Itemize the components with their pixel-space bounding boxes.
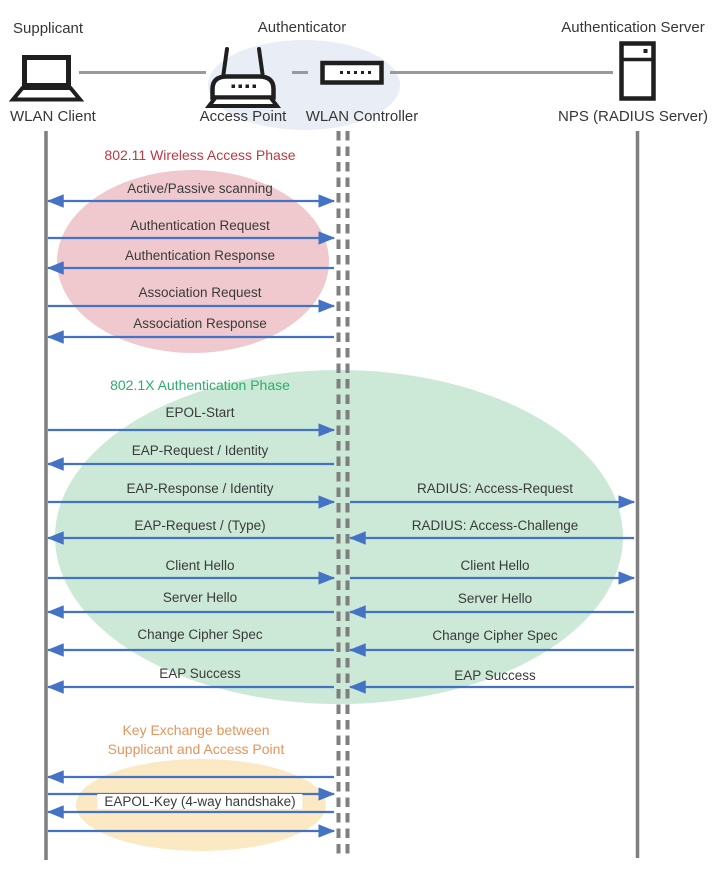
authenticator-role-label: Authenticator [257, 19, 347, 36]
message-label: EPOL-Start [165, 405, 235, 420]
message-label: Authentication Response [124, 248, 276, 263]
message-label: Change Cipher Spec [137, 627, 263, 642]
message-label: Association Request [138, 285, 262, 300]
lifelines [44, 131, 640, 860]
authentication-phase-title: 802.1X Authentication Phase [110, 376, 290, 393]
message-label: Association Response [133, 316, 267, 331]
message-label: EAP-Request / Identity [131, 443, 269, 458]
message-label: EAP Success [159, 666, 241, 681]
server-icon [619, 41, 656, 101]
message-label: Client Hello [165, 558, 235, 573]
message-label: EAP Success [454, 668, 536, 683]
message-label: RADIUS: Access-Request [416, 481, 574, 496]
wlan-client-label: WLAN Client [10, 108, 96, 125]
message-label: Active/Passive scanning [127, 181, 273, 196]
message-label: RADIUS: Access-Challenge [411, 518, 579, 533]
message-label: Authentication Request [130, 218, 270, 233]
authentication-server-role-label: Authentication Server [561, 19, 705, 36]
message-label: EAPOL-Key (4-way handshake) [97, 794, 303, 809]
key-exchange-phase-title: Key Exchange between Supplicant and Acce… [107, 722, 285, 757]
access-point-label: Access Point [199, 108, 287, 125]
wlan-controller-icon [320, 60, 384, 85]
access-point-icon [204, 47, 282, 108]
message-label: Server Hello [162, 590, 238, 605]
message-label: EAP-Request / (Type) [134, 518, 266, 533]
message-label: Client Hello [460, 558, 530, 573]
supplicant-role-label: Supplicant [13, 20, 84, 37]
wlan-controller-label: WLAN Controller [305, 108, 419, 125]
nps-radius-server-label: NPS (RADIUS Server) [557, 108, 709, 125]
laptop-icon [8, 55, 85, 102]
message-label: Change Cipher Spec [432, 628, 558, 643]
message-label: Server Hello [457, 591, 533, 606]
wireless-access-phase-title: 802.11 Wireless Access Phase [104, 146, 296, 163]
message-label: EAP-Response / Identity [126, 481, 274, 496]
